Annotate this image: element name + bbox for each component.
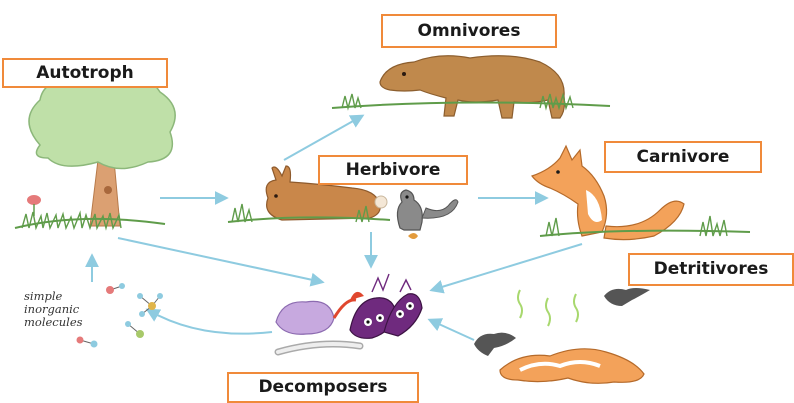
arrow-detritivores-to-decomposers	[430, 320, 474, 340]
squirrel-illustration	[397, 190, 458, 239]
omnivores-label: Omnivores	[381, 14, 557, 48]
arrow-decomposers-to-molecules	[148, 310, 272, 334]
herbivore-label: Herbivore	[318, 155, 468, 185]
arrow-carnivore-to-decomposers	[432, 244, 582, 290]
bear-illustration	[332, 56, 610, 118]
detritivores-label: Detritivores	[628, 253, 794, 286]
decomposers-illustration	[276, 274, 422, 352]
detritivores-illustration	[474, 288, 650, 383]
carnivore-label: Carnivore	[604, 141, 762, 173]
tree-illustration	[15, 71, 175, 228]
arrow-herbivore-to-omnivores	[284, 116, 362, 160]
molecules-caption: simple inorganic molecules	[24, 290, 124, 329]
molecules-word-3: molecules	[24, 316, 124, 329]
arrow-autotroph-to-decomposers	[118, 238, 322, 282]
autotroph-label: Autotroph	[2, 58, 168, 88]
decomposers-label: Decomposers	[227, 372, 419, 403]
